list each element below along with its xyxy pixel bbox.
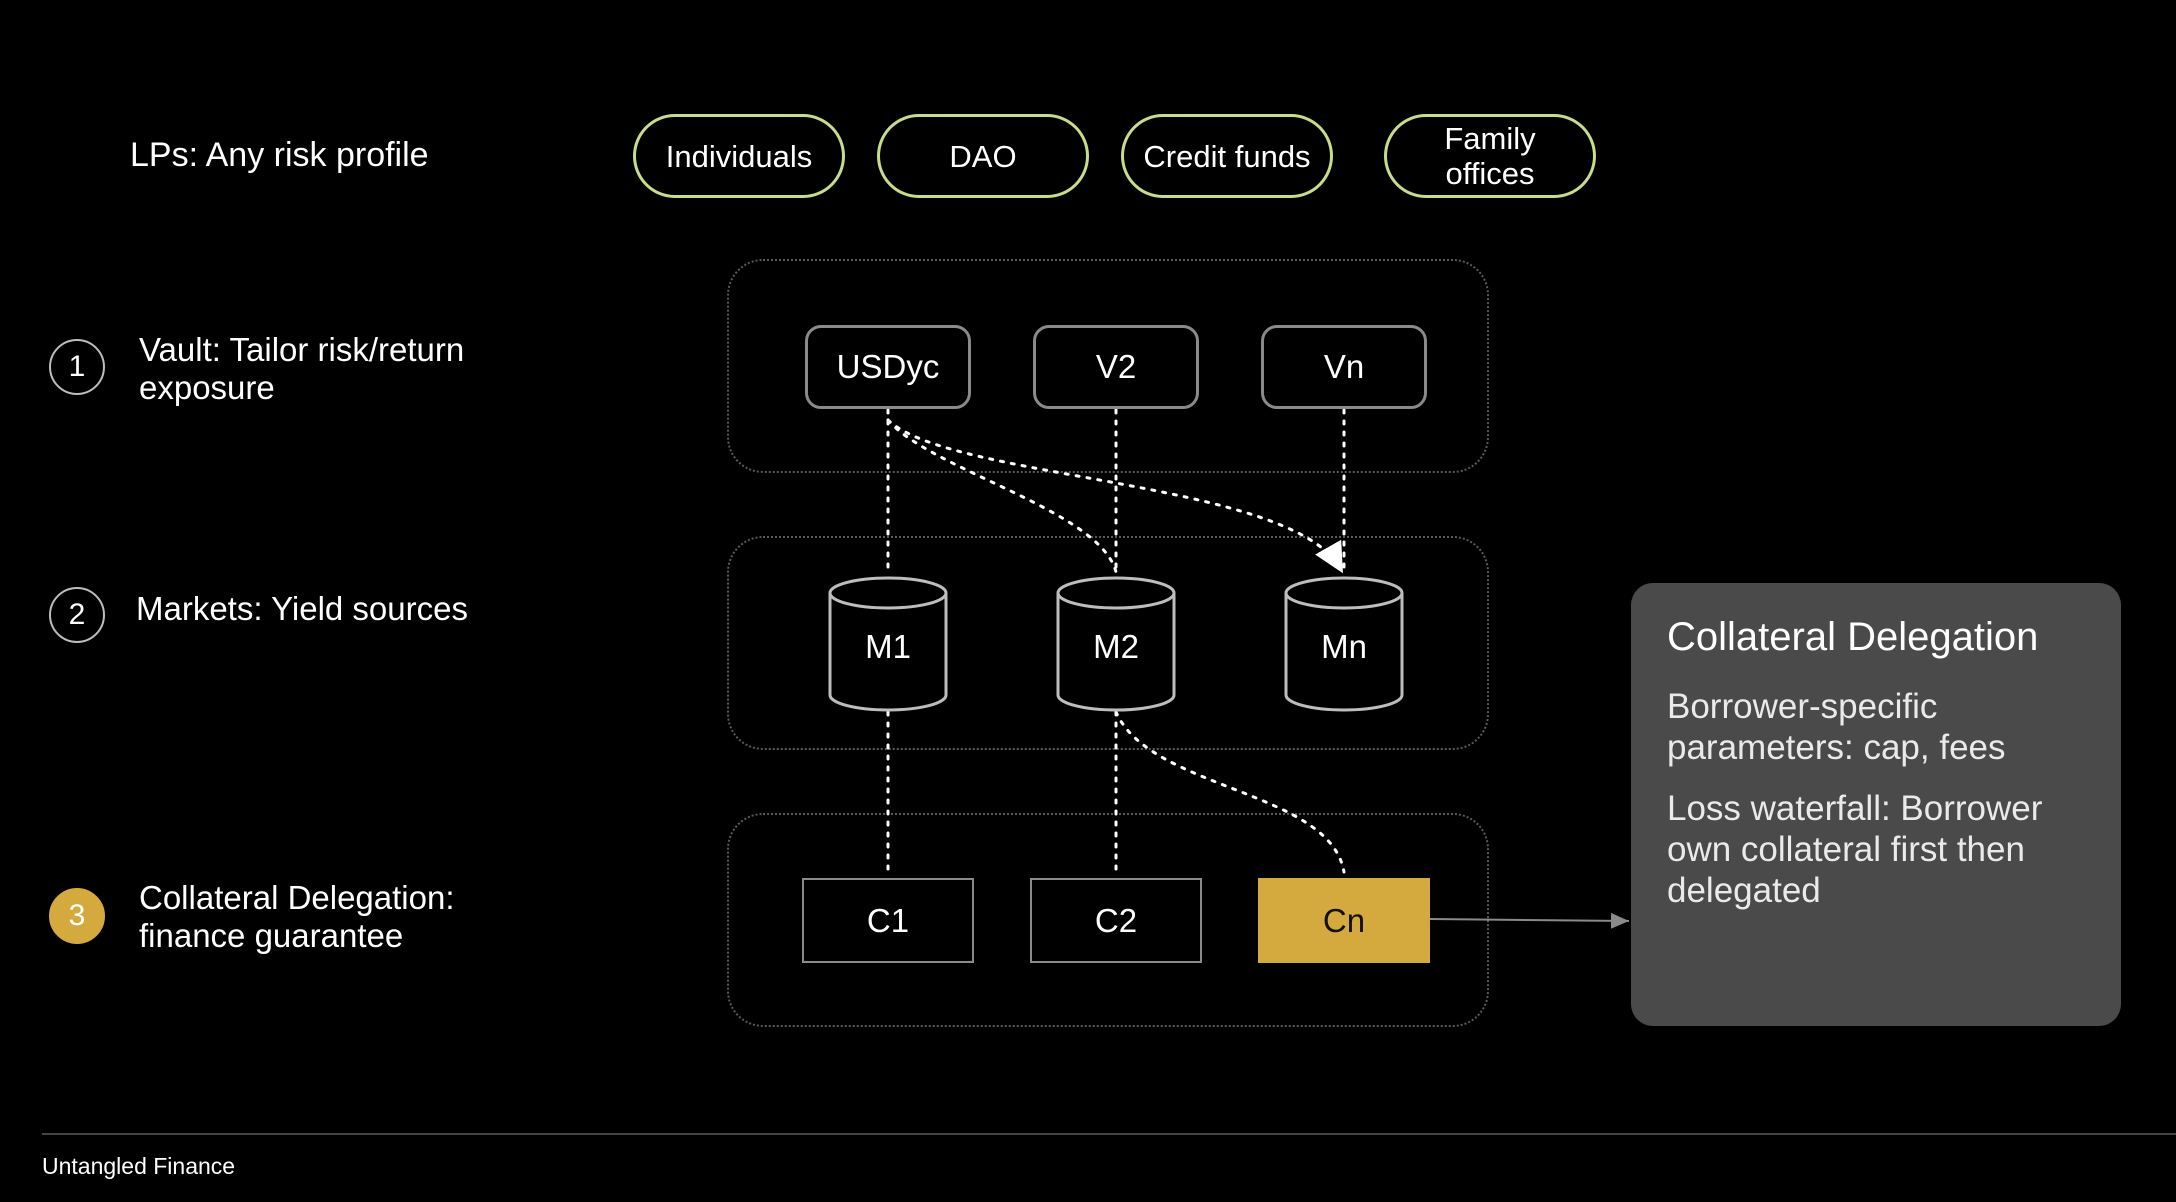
market-mn-label: Mn (1321, 628, 1367, 665)
step-1-label: Vault: Tailor risk/return exposure (139, 331, 465, 406)
collateral-delegation-panel: Collateral Delegation Borrower-specific … (1631, 583, 2121, 1026)
market-m2-label: M2 (1093, 628, 1139, 665)
step-2-circle: 2 (49, 587, 105, 643)
market-zone (727, 536, 1489, 750)
link-usdyc-m2 (886, 418, 1118, 574)
step-3-circle: 3 (49, 888, 105, 944)
collateral-cn[interactable]: Cn (1258, 878, 1430, 963)
vault-usdyc[interactable]: USDyc (805, 325, 971, 409)
step-2-label: Markets: Yield sources (136, 590, 468, 627)
link-cn-info (1429, 912, 1630, 929)
market-m1-label: M1 (865, 628, 911, 665)
lp-pill-individuals[interactable]: Individuals (633, 114, 845, 198)
vault-zone (727, 259, 1489, 473)
vault-v2[interactable]: V2 (1033, 325, 1199, 409)
step-3-label: Collateral Delegation: finance guarantee (139, 879, 455, 954)
footer-brand: Untangled Finance (42, 1153, 236, 1179)
lp-pill-dao[interactable]: DAO (877, 114, 1089, 198)
footer-divider (42, 1133, 2176, 1135)
step-1-circle: 1 (49, 339, 105, 395)
market-cylinder-mn (1284, 576, 1404, 712)
info-title: Collateral Delegation (1667, 615, 2039, 659)
collateral-c2[interactable]: C2 (1030, 878, 1202, 963)
market-cylinder-m2 (1056, 576, 1176, 712)
collateral-c1[interactable]: C1 (802, 878, 974, 963)
info-paragraph-waterfall: Loss waterfall: Borrower own collateral … (1667, 789, 2043, 910)
market-cylinder-m1 (828, 576, 948, 712)
lp-row-title: LPs: Any risk profile (130, 136, 429, 174)
lp-pill-credit-funds[interactable]: Credit funds (1121, 114, 1333, 198)
link-m2-cn (1114, 710, 1346, 874)
lp-pill-family-offices[interactable]: Family offices (1384, 114, 1596, 198)
link-usdyc-mn (886, 418, 1343, 574)
info-paragraph-params: Borrower-specific parameters: cap, fees (1667, 687, 2006, 767)
vault-vn[interactable]: Vn (1261, 325, 1427, 409)
